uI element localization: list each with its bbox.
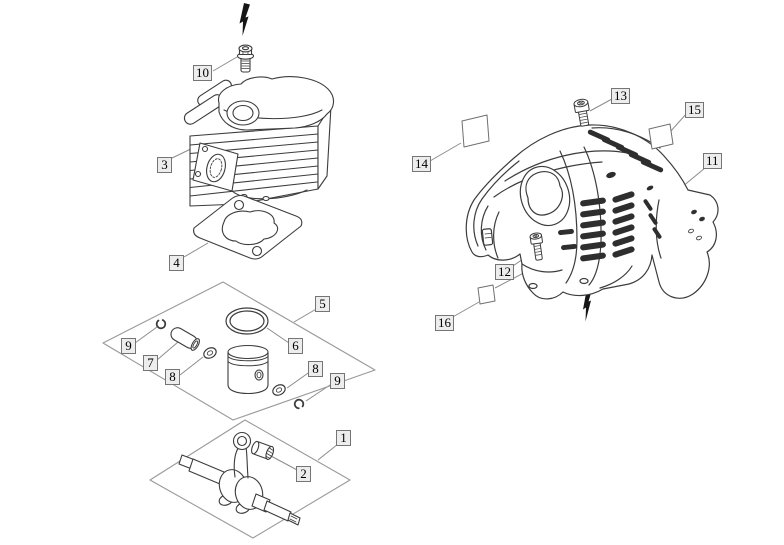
callout-6: 6 [288,338,303,354]
piston-ring-6 [225,307,269,335]
piston-kit-contents [155,307,305,410]
cover-bracket-holes [688,209,705,241]
engine-cover-part-11 [465,124,719,300]
cover-foot-hole-right [579,277,589,285]
assembly-direction-arrow-bottom [583,288,592,322]
bolt-10 [236,44,255,73]
circlip-9-right [293,398,305,410]
callout-9-left: 9 [121,338,136,354]
crankshaft-kit-contents [178,431,301,526]
callout-11: 11 [703,153,722,169]
callout-2: 2 [296,466,311,482]
sticker-14 [461,114,490,148]
screw-12 [529,232,543,261]
bearing-2 [251,440,275,460]
callout-8-right: 8 [308,361,323,377]
bolt-13 [573,98,590,127]
callout-12: 12 [495,264,514,280]
piston-kit-box-5 [102,281,376,421]
crankshaft [178,431,301,526]
callout-16: 16 [435,315,454,331]
sticker-16 [477,284,496,305]
piston-pin-7 [170,327,200,351]
callout-10: 10 [193,65,212,81]
washer-8-left [203,347,217,359]
callout-8-left: 8 [165,369,180,385]
washer-8-right [272,384,286,396]
piston [227,344,269,395]
callout-3: 3 [157,157,172,173]
cylinder-stub-pipes [183,79,232,125]
sticker-15 [648,123,674,150]
gasket-part-4 [193,194,303,260]
leader-lines [134,56,706,472]
callout-7: 7 [143,355,158,371]
callout-13: 13 [611,88,630,104]
callout-15: 15 [685,102,704,118]
cover-vent-slats [558,129,664,262]
assembly-direction-arrow-top [239,3,250,36]
callout-1: 1 [336,430,351,446]
callout-14: 14 [412,156,431,172]
callout-5: 5 [315,296,330,312]
cylinder-part-3 [183,76,335,207]
cover-latch-clip [481,228,494,246]
callout-9-right: 9 [330,373,345,389]
circlip-9-left [155,318,167,330]
callout-4: 4 [169,255,184,271]
cover-foot-hole-left [528,282,538,290]
stickers [461,114,674,305]
